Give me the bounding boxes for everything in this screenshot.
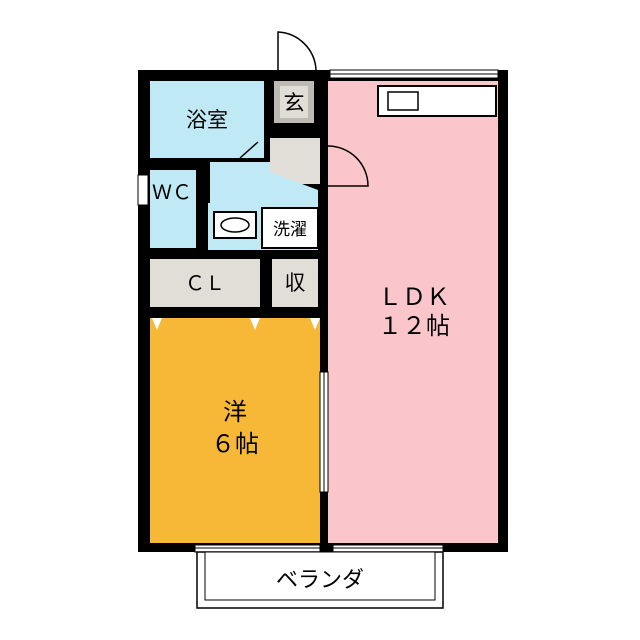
label-storage: 収 [285, 271, 306, 295]
closet-room [150, 259, 260, 307]
washer-space [261, 207, 319, 249]
label-entrance: 玄 [284, 91, 305, 115]
label-western-size: ６帖 [211, 430, 259, 458]
label-ldk-size: １２帖 [378, 312, 450, 340]
western-room [150, 318, 320, 543]
wc-room [150, 170, 196, 248]
bath-room [150, 81, 264, 158]
storage-room [272, 259, 318, 307]
washbasin-bowl [220, 217, 250, 233]
entrance-door-swing [277, 31, 317, 71]
entrance-floor [280, 86, 308, 118]
label-balcony: ベランダ [276, 568, 364, 593]
label-ldk-name: ＬＤＫ [378, 283, 450, 311]
label-western-name: 洋 [223, 398, 247, 426]
closet-door-mark-1 [152, 318, 162, 330]
label-wc: ＷＣ [152, 180, 192, 204]
bath-door [239, 141, 259, 159]
label-bath: 浴室 [186, 108, 228, 132]
closet-door-mark-2 [250, 318, 260, 330]
balcony-inner [204, 551, 436, 601]
label-closet: ＣＬ [185, 271, 225, 295]
closet-door-mark-3 [310, 318, 320, 330]
kitchen-sink [387, 91, 419, 111]
ldk-door-swing [327, 145, 369, 187]
window-bath-left [137, 174, 149, 206]
label-washer: 洗濯 [273, 220, 307, 240]
corridor [210, 162, 318, 203]
